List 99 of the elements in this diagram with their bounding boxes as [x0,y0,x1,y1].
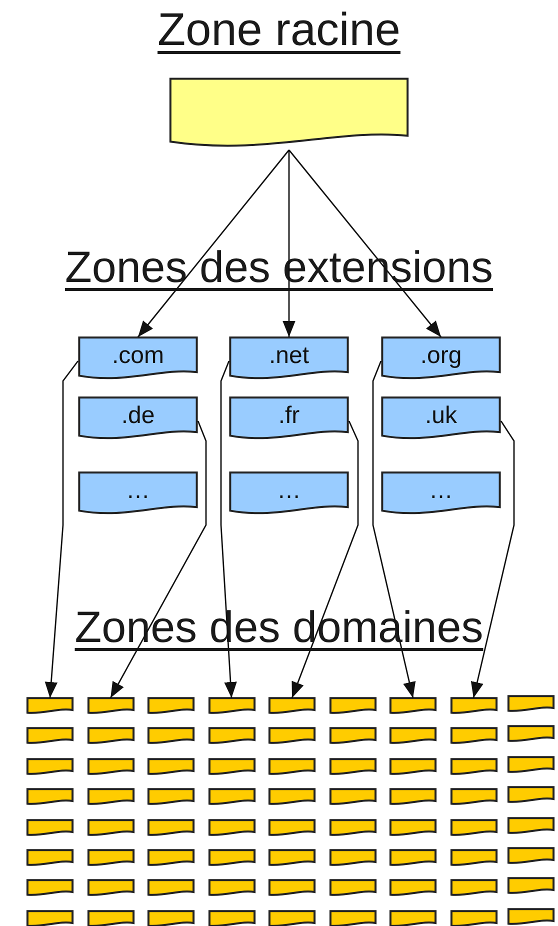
document-shape [27,789,73,806]
document-shape [390,698,436,714]
document-shape [450,880,496,896]
document-shape [88,698,134,714]
document-shape [269,850,315,866]
arrow [291,420,359,698]
arrow [220,360,237,698]
document-shape [229,397,349,442]
zone-label: .uk [424,403,458,429]
document-shape [508,756,554,773]
document-shape [330,880,376,896]
arrow [44,360,79,698]
document-shape [269,880,315,896]
document-shape [508,726,554,742]
document-shape [330,850,376,866]
document-shape [27,698,73,714]
document-shape [450,850,496,866]
document-shape [78,472,198,517]
document-shape [269,789,315,806]
document-shape [148,728,194,744]
document-shape [148,820,194,836]
document-shape [88,850,134,866]
document-shape [88,880,134,896]
document-shape [450,728,496,744]
document-shape [27,850,73,866]
document-shape [208,789,254,806]
zone-label: … [125,478,151,504]
document-shape [208,820,254,836]
document-shape [450,820,496,836]
document-shape [208,880,254,896]
document-shape [269,820,315,836]
document-shape [27,758,73,775]
document-shape [390,728,436,744]
document-shape [88,728,134,744]
zone-label: .net [268,343,310,369]
document-shape [381,337,501,382]
arrow [110,420,207,698]
document-shape [148,880,194,896]
document-shape [508,878,554,894]
document-shape [208,698,254,714]
zone-label: .fr [277,403,301,429]
document-shape [229,472,349,517]
document-shape [269,698,315,714]
document-shape [148,758,194,775]
document-shape [78,337,198,382]
document-shape [390,789,436,806]
document-shape [269,758,315,775]
document-shape [330,728,376,744]
document-shape [88,789,134,806]
arrow [137,150,290,338]
document-shape [508,696,554,712]
document-shape [148,910,194,926]
document-shape [508,787,554,804]
document-shape [390,910,436,926]
document-shape [381,472,501,517]
document-shape [450,758,496,775]
document-shape [148,698,194,714]
heading: Zone racine [158,3,400,55]
document-shape [390,880,436,896]
arrow [470,420,515,698]
document-shape [330,910,376,926]
document-shape [148,850,194,866]
document-shape [27,880,73,896]
document-shape [390,820,436,836]
document-shape [508,908,554,925]
document-shape [88,758,134,775]
document-shape [330,820,376,836]
zone-label: … [428,478,454,504]
document-shape [88,910,134,926]
document-shape [390,850,436,866]
document-shape [330,789,376,806]
document-shape [269,728,315,744]
document-shape [330,758,376,775]
document-shape [381,397,501,442]
document-shape [148,789,194,806]
document-shape [27,728,73,744]
document-shape [508,848,554,864]
document-shape [450,910,496,926]
document-shape [88,820,134,836]
document-shape [269,910,315,926]
document-shape [27,820,73,836]
document-shape [208,910,254,926]
document-shape [208,728,254,744]
document-shape [330,698,376,714]
zone-label: .org [419,343,463,369]
document-shape [208,850,254,866]
document-shape [78,397,198,442]
zone-label: .de [120,403,156,429]
zone-label: … [276,478,302,504]
document-shape [390,758,436,775]
document-shape [450,698,496,714]
document-shape [508,818,554,834]
zone-label: .com [110,343,165,369]
document-shape [208,758,254,775]
document-shape [27,910,73,926]
document-shape [450,789,496,806]
document-shape [229,337,349,382]
arrow [282,150,296,337]
arrow [372,360,416,698]
